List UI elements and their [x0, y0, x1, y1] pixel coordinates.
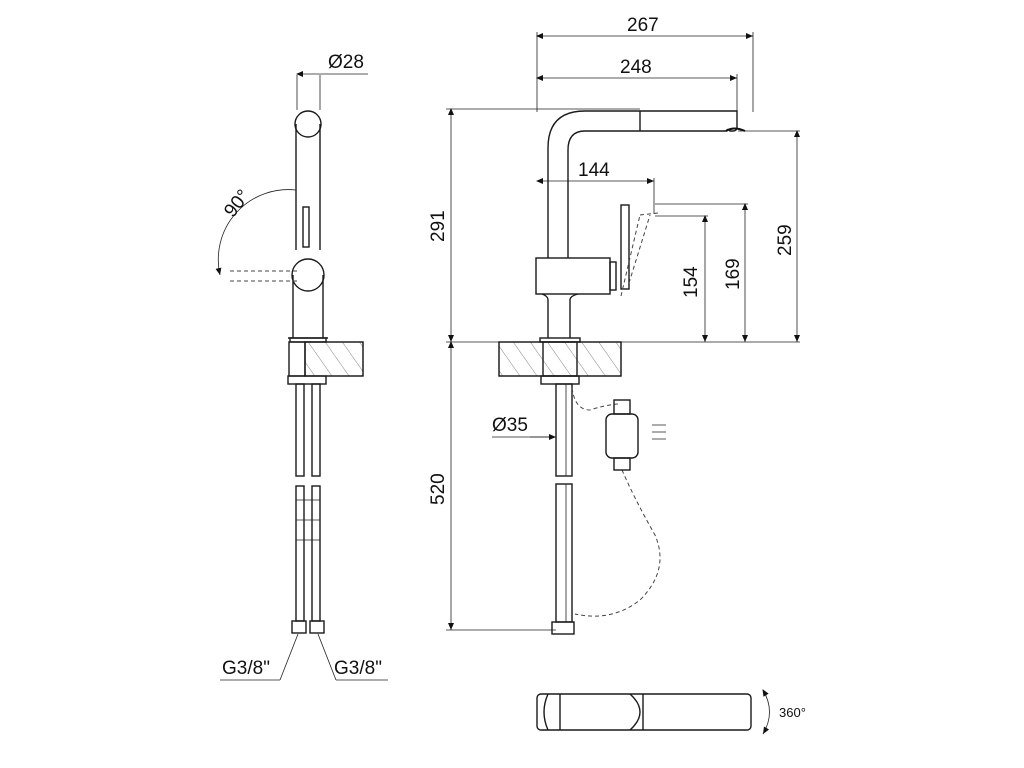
front-view: 267 248 144 291 520 259 169 154 [428, 15, 800, 635]
connection-left-label: G3/8" [222, 658, 270, 679]
spout-reach-label: 248 [620, 57, 652, 78]
shank-diameter-label: Ø35 [492, 415, 528, 436]
height-outlet-label: 259 [775, 224, 796, 256]
side-diameter-label: Ø28 [328, 52, 364, 73]
rotation-label: 360° [779, 705, 806, 720]
height-total-label: 291 [428, 210, 449, 242]
top-view: 360° [536, 689, 806, 735]
hose-length-label: 520 [428, 473, 449, 505]
connection-right-label: G3/8" [334, 658, 382, 679]
height-lever-top-label: 169 [723, 258, 744, 290]
side-view: Ø28 90° G3/8" G3/ [215, 52, 388, 681]
height-lever-label: 154 [681, 266, 702, 298]
width-total-label: 267 [627, 15, 659, 36]
lever-offset-label: 144 [578, 160, 610, 181]
swivel-angle-label: 90° [220, 186, 254, 222]
